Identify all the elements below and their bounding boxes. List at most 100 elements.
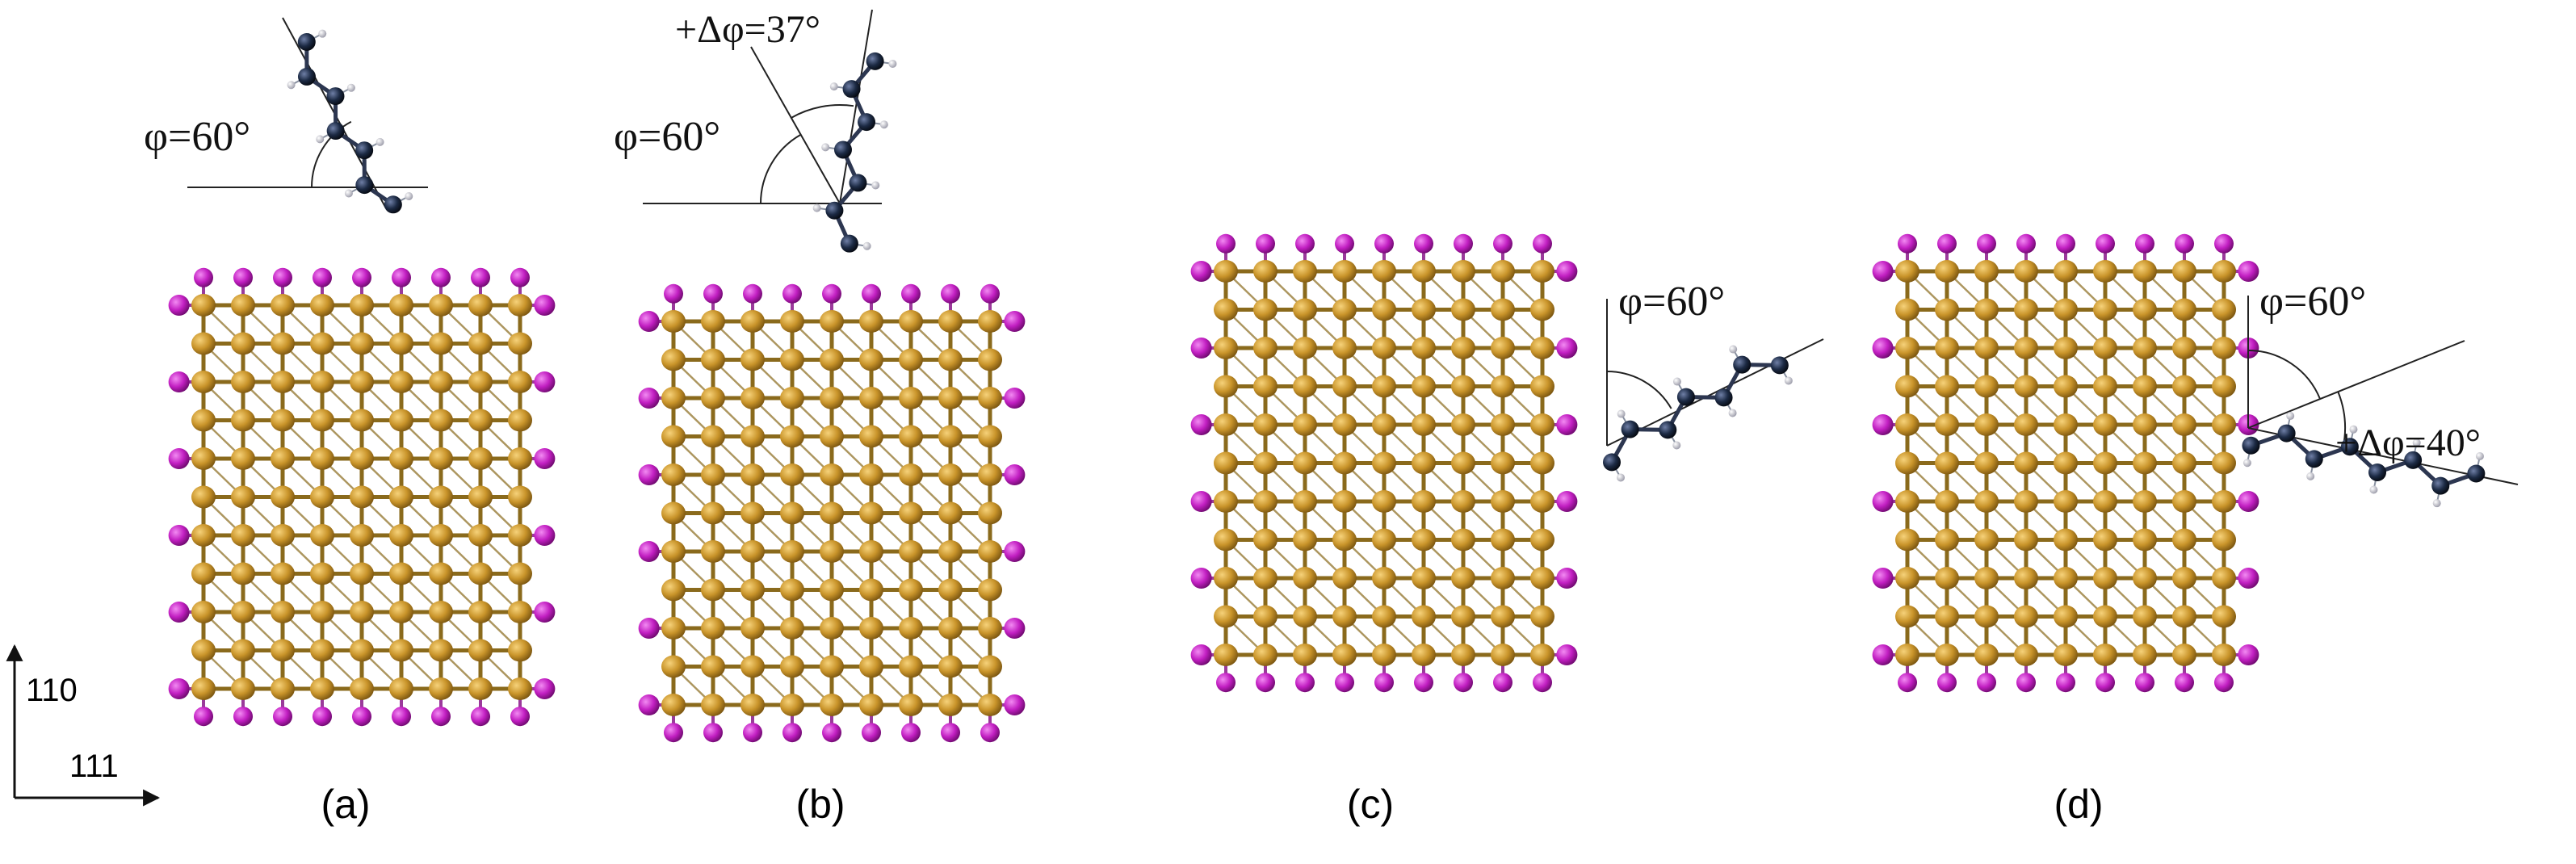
core-atom bbox=[899, 617, 923, 640]
core-atom bbox=[2212, 337, 2236, 359]
chain-atom bbox=[2242, 436, 2260, 455]
core-atom bbox=[1214, 375, 1238, 398]
hydrogen-atom bbox=[2369, 485, 2378, 494]
core-atom bbox=[1214, 413, 1238, 436]
hydrogen-atom bbox=[821, 143, 830, 152]
chain-atoms bbox=[812, 52, 897, 253]
surface-atom bbox=[168, 678, 190, 699]
phi-arc bbox=[2247, 350, 2321, 400]
core-atom bbox=[780, 694, 804, 716]
panel-d bbox=[1872, 233, 2519, 693]
core-atom bbox=[1214, 605, 1238, 628]
core-atom bbox=[1332, 375, 1357, 398]
surface-atom bbox=[1898, 673, 1917, 693]
hydrogen-atom bbox=[1784, 376, 1793, 385]
core-atom bbox=[1491, 375, 1515, 398]
surface-atom bbox=[534, 371, 556, 392]
core-atom bbox=[1253, 298, 1278, 321]
surface-atom bbox=[1004, 694, 1026, 715]
core-atom bbox=[1412, 375, 1436, 398]
core-atom bbox=[2014, 490, 2038, 513]
core-atom bbox=[271, 677, 295, 700]
core-atom bbox=[2133, 337, 2157, 359]
core-atom bbox=[780, 540, 804, 563]
surface-atom bbox=[2238, 261, 2259, 282]
panel-b-angle-phi: φ=60° bbox=[614, 114, 720, 160]
core-atom bbox=[350, 409, 374, 432]
surface-atom bbox=[431, 707, 451, 727]
delta-phi-arc bbox=[790, 104, 854, 120]
surface-atom bbox=[1256, 233, 1275, 254]
core-atom bbox=[1974, 298, 1999, 321]
core-atom bbox=[701, 655, 725, 678]
core-atom bbox=[780, 501, 804, 525]
core-atom bbox=[978, 501, 1002, 525]
core-atom bbox=[978, 694, 1002, 716]
core-atom bbox=[2054, 337, 2078, 359]
core-atom bbox=[1412, 298, 1436, 321]
core-atom bbox=[740, 310, 765, 333]
surface-atom bbox=[2016, 233, 2036, 254]
core-atom bbox=[1253, 490, 1278, 513]
core-atom bbox=[1253, 413, 1278, 436]
core-atom bbox=[1253, 451, 1278, 475]
core-atom bbox=[1412, 490, 1436, 513]
core-atom bbox=[1214, 567, 1238, 589]
core-atom bbox=[271, 562, 295, 585]
core-atom bbox=[468, 294, 493, 317]
core-atom bbox=[2133, 528, 2157, 552]
surface-atom bbox=[1533, 673, 1552, 693]
core-atom bbox=[1372, 337, 1396, 359]
core-atom bbox=[701, 387, 725, 409]
core-atom bbox=[350, 371, 374, 393]
surface-atom bbox=[743, 283, 762, 304]
surface-atom bbox=[1872, 261, 1894, 282]
core-atom bbox=[2054, 298, 2078, 321]
core-atom bbox=[859, 463, 883, 486]
core-atom bbox=[1530, 644, 1554, 666]
surface-atom bbox=[1004, 388, 1026, 409]
core-atom bbox=[2212, 298, 2236, 321]
surface-atom bbox=[352, 707, 371, 727]
surface-atom bbox=[534, 295, 556, 316]
core-atom bbox=[701, 463, 725, 486]
core-atom bbox=[350, 639, 374, 662]
core-atom bbox=[1293, 567, 1317, 589]
core-atom bbox=[820, 617, 844, 640]
core-atom bbox=[1332, 298, 1357, 321]
core-atom bbox=[1372, 644, 1396, 666]
core-atom bbox=[2054, 644, 2078, 666]
core-atom bbox=[899, 387, 923, 409]
core-atom bbox=[508, 294, 532, 317]
core-atom bbox=[978, 578, 1002, 602]
core-atom bbox=[661, 694, 686, 716]
core-atom bbox=[231, 601, 255, 623]
core-atom bbox=[429, 409, 453, 432]
core-atom bbox=[2212, 375, 2236, 398]
phi-arc bbox=[1606, 371, 1672, 409]
core-atom bbox=[2014, 528, 2038, 552]
core-atom bbox=[1974, 451, 1999, 475]
core-atom bbox=[1372, 451, 1396, 475]
chain-atom bbox=[297, 67, 316, 86]
core-atom bbox=[701, 501, 725, 525]
core-atom bbox=[2093, 375, 2117, 398]
hydrogen-atom bbox=[1617, 409, 1626, 418]
core-atom bbox=[1332, 337, 1357, 359]
core-atom bbox=[820, 348, 844, 371]
core-atom bbox=[2172, 260, 2196, 283]
core-atom bbox=[1491, 528, 1515, 552]
core-atom bbox=[1895, 260, 1919, 283]
core-atom bbox=[661, 310, 686, 333]
core-atom bbox=[1530, 567, 1554, 589]
surface-atom bbox=[941, 283, 960, 304]
core-atom bbox=[1451, 298, 1475, 321]
panel-c-angle-phi: φ=60° bbox=[1618, 279, 1725, 325]
core-atom bbox=[468, 524, 493, 547]
core-atom bbox=[1451, 337, 1475, 359]
core-atom bbox=[389, 447, 413, 470]
hydrogen-atom bbox=[2306, 472, 2315, 480]
surface-atom bbox=[1556, 338, 1578, 359]
lattice-atoms bbox=[1872, 233, 2259, 693]
